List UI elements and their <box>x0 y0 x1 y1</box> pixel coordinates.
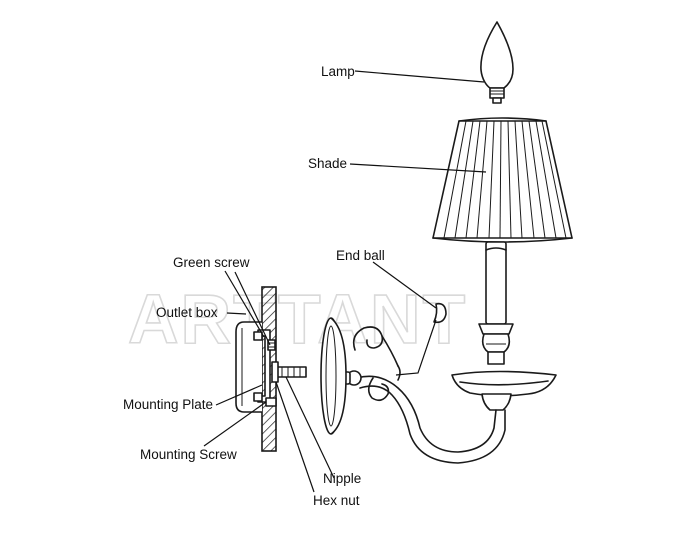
candle-socket <box>478 241 514 365</box>
outlet-box <box>235 321 262 413</box>
leader-lines <box>203 70 487 493</box>
mounting-screw <box>265 397 277 407</box>
backplate <box>320 317 347 435</box>
watermark-text: ARTTANT <box>128 280 467 358</box>
nipple <box>275 366 307 378</box>
label-nipple: Nipple <box>323 471 361 486</box>
mounting-plate <box>253 329 271 403</box>
lamp-shade <box>432 117 573 243</box>
green-screw <box>267 339 276 351</box>
label-lamp: Lamp <box>321 64 355 79</box>
label-end-ball: End ball <box>336 248 385 263</box>
label-mounting-screw: Mounting Screw <box>140 447 237 462</box>
label-hex-nut: Hex nut <box>313 493 360 508</box>
bobeche <box>451 370 557 411</box>
label-mounting-plate: Mounting Plate <box>123 397 213 412</box>
label-green-screw: Green screw <box>173 255 250 270</box>
end-ball <box>433 302 447 324</box>
lamp-bulb <box>480 21 514 104</box>
label-shade: Shade <box>308 156 347 171</box>
label-outlet-box: Outlet box <box>156 305 218 320</box>
hex-nut <box>271 361 279 383</box>
